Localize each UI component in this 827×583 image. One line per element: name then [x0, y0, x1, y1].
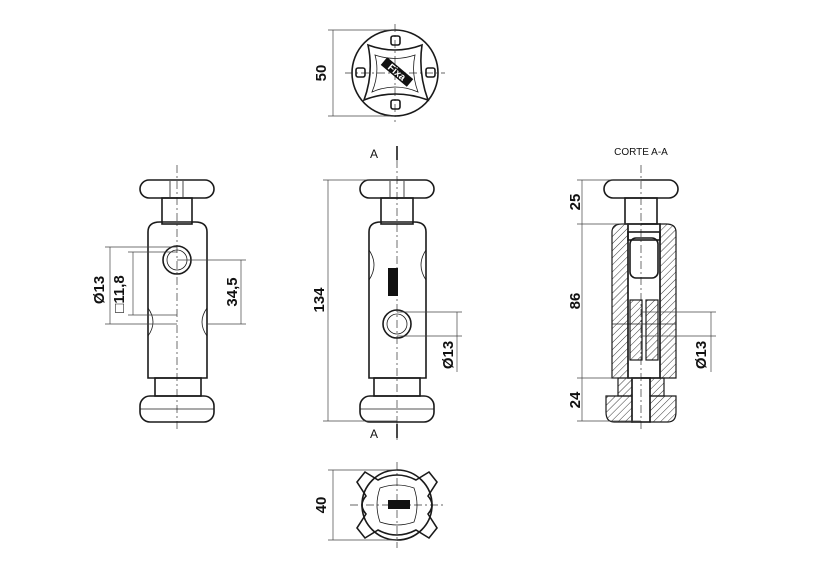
- top-view: Fixa 50: [313, 24, 445, 122]
- dim-50: 50: [313, 65, 330, 82]
- dim-24: 24: [567, 391, 584, 408]
- brand-logo-bottom: [388, 500, 410, 509]
- dim-86: 86: [567, 293, 584, 310]
- dim-40: 40: [313, 497, 330, 514]
- side-view-left: Ø13 □11,8 34,5: [91, 165, 246, 430]
- bottom-view: 40: [313, 462, 444, 548]
- front-view: A A 134 Ø13: [311, 146, 462, 441]
- dim-sq-left: □11,8: [111, 275, 128, 312]
- section-marker-bottom: A: [370, 427, 378, 441]
- dim-134: 134: [311, 287, 328, 313]
- dim-d13-left: Ø13: [91, 276, 108, 304]
- dim-25: 25: [567, 194, 584, 211]
- section-title: CORTE A-A: [614, 147, 668, 158]
- dim-345: 34,5: [224, 277, 241, 306]
- dim-d13-front: Ø13: [440, 341, 457, 369]
- section-view: CORTE A-A 25 86 24 Ø13: [567, 147, 716, 430]
- dim-d13-section: Ø13: [693, 341, 710, 369]
- brand-logo-front: [388, 268, 398, 296]
- section-marker-top: A: [370, 147, 378, 161]
- brand-logo-top: Fixa: [380, 57, 414, 87]
